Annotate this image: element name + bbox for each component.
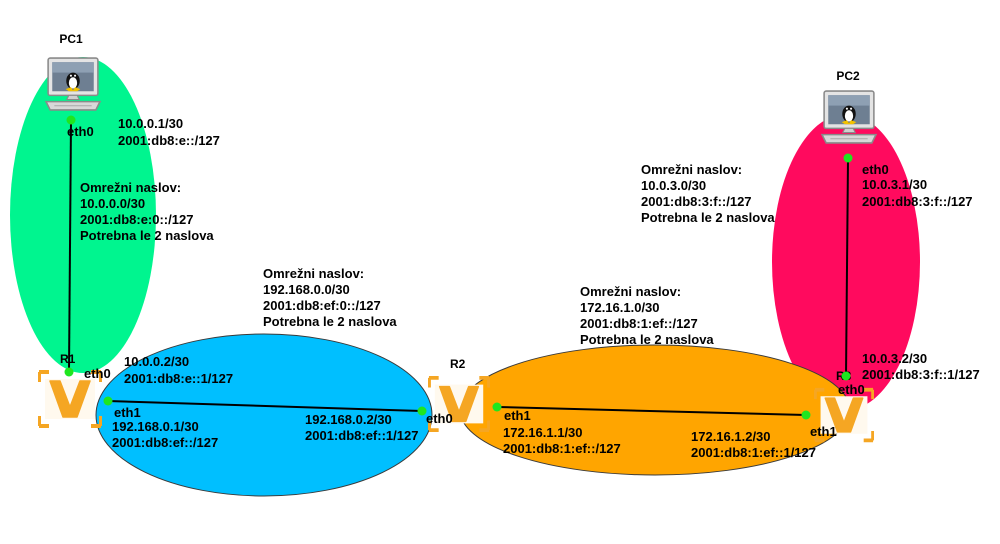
port-pc2-eth0[interactable] <box>843 153 853 163</box>
port-r1-eth1[interactable] <box>103 396 113 406</box>
network-note: Potrebna le 2 naslova <box>641 210 775 225</box>
r2-eth0-addresses: 192.168.0.2/30 2001:db8:ef::1/127 <box>305 412 418 443</box>
r3-eth0-label: eth0 <box>838 382 865 397</box>
pc2-addresses: 10.0.3.1/30 2001:db8:3:f::/127 <box>862 177 973 209</box>
pc2-eth0-label: eth0 <box>862 162 889 177</box>
network-note: Potrebna le 2 naslova <box>80 228 214 243</box>
network-note: Potrebna le 2 naslova <box>263 314 397 329</box>
network-ipv6: 2001:db8:e:0::/127 <box>80 212 193 227</box>
link-r2-r3 <box>496 406 807 416</box>
r3-eth0-addresses: 10.0.3.2/30 2001:db8:3:f::1/127 <box>862 351 980 382</box>
r3-eth1-addresses: 172.16.1.2/30 2001:db8:1:ef::1/127 <box>691 429 816 460</box>
ipv4-address: 10.0.3.1/30 <box>862 177 927 192</box>
network-info-pc1-r1: Omrežni naslov: 10.0.0.0/30 2001:db8:e:0… <box>80 180 214 243</box>
pc2-label: PC2 <box>836 69 860 83</box>
network-area-r3-pc2 <box>772 114 920 410</box>
r1-eth1-addresses: 192.168.0.1/30 2001:db8:ef::/127 <box>112 419 218 450</box>
r2-eth1-label: eth1 <box>504 408 531 423</box>
r2-node[interactable]: R2 <box>428 357 490 432</box>
network-ipv4: 192.168.0.0/30 <box>263 282 350 297</box>
ipv4-address: 10.0.3.2/30 <box>862 351 927 366</box>
port-pc1-eth0[interactable] <box>66 115 76 125</box>
r2-eth1-addresses: 172.16.1.1/30 2001:db8:1:ef::/127 <box>503 425 621 456</box>
ipv6-address: 2001:db8:1:ef::1/127 <box>691 445 816 460</box>
ipv4-address: 172.16.1.1/30 <box>503 425 583 440</box>
pc1-eth0-label: eth0 <box>67 124 94 139</box>
ipv6-address: 2001:db8:3:f::1/127 <box>862 367 980 382</box>
ipv6-address: 2001:db8:ef::/127 <box>112 435 218 450</box>
network-ipv6: 2001:db8:ef:0::/127 <box>263 298 381 313</box>
linux-pc-icon <box>821 90 877 144</box>
ipv6-address: 2001:db8:1:ef::/127 <box>503 441 621 456</box>
r2-eth0-label: eth0 <box>426 411 453 426</box>
ipv6-address: 2001:db8:e::/127 <box>118 133 220 148</box>
network-title: Omrežni naslov: <box>580 284 681 299</box>
port-r1-eth0[interactable] <box>64 367 74 377</box>
port-r2-eth0[interactable] <box>417 406 427 416</box>
r2-label: R2 <box>450 357 466 371</box>
network-ipv4: 172.16.1.0/30 <box>580 300 660 315</box>
r1-eth0-addresses: 10.0.0.2/30 2001:db8:e::1/127 <box>124 354 233 386</box>
port-r3-eth0[interactable] <box>841 371 851 381</box>
ipv4-address: 10.0.0.2/30 <box>124 354 189 369</box>
network-title: Omrežni naslov: <box>80 180 181 195</box>
port-r2-eth1[interactable] <box>492 402 502 412</box>
ipv6-address: 2001:db8:e::1/127 <box>124 371 233 386</box>
pc1-node[interactable]: PC1 <box>45 32 101 111</box>
port-r3-eth1[interactable] <box>801 410 811 420</box>
ipv4-address: 10.0.0.1/30 <box>118 116 183 131</box>
network-ipv4: 10.0.3.0/30 <box>641 178 706 193</box>
network-area-pc1-r1 <box>10 57 156 373</box>
network-title: Omrežni naslov: <box>641 162 742 177</box>
ipv6-address: 2001:db8:3:f::/127 <box>862 194 973 209</box>
r3-eth1-label: eth1 <box>810 424 837 439</box>
ipv6-address: 2001:db8:ef::1/127 <box>305 428 418 443</box>
ipv4-address: 192.168.0.1/30 <box>112 419 199 434</box>
r1-label: R1 <box>60 352 76 366</box>
pc1-addresses: 10.0.0.1/30 2001:db8:e::/127 <box>118 116 220 148</box>
network-info-r1-r2: Omrežni naslov: 192.168.0.0/30 2001:db8:… <box>263 266 397 329</box>
linux-pc-icon <box>45 57 101 111</box>
r1-eth0-label: eth0 <box>84 366 111 381</box>
network-ipv4: 10.0.0.0/30 <box>80 196 145 211</box>
link-r3-pc2 <box>845 158 849 377</box>
network-area-r1-r2 <box>95 333 433 497</box>
pc1-label: PC1 <box>59 32 83 46</box>
link-r1-r2 <box>107 400 423 412</box>
network-ipv6: 2001:db8:3:f::/127 <box>641 194 752 209</box>
network-note: Potrebna le 2 naslova <box>580 332 714 347</box>
link-pc1-r1 <box>68 120 72 373</box>
network-ipv6: 2001:db8:1:ef::/127 <box>580 316 698 331</box>
pc2-node[interactable]: PC2 <box>821 69 877 144</box>
network-info-r2-r3: Omrežni naslov: 172.16.1.0/30 2001:db8:1… <box>580 284 714 347</box>
ipv4-address: 192.168.0.2/30 <box>305 412 392 427</box>
network-info-r3-pc2: Omrežni naslov: 10.0.3.0/30 2001:db8:3:f… <box>641 162 775 225</box>
ipv4-address: 172.16.1.2/30 <box>691 429 771 444</box>
r1-eth1-label: eth1 <box>114 405 141 420</box>
r1-node[interactable]: R1 <box>39 352 101 426</box>
network-title: Omrežni naslov: <box>263 266 364 281</box>
